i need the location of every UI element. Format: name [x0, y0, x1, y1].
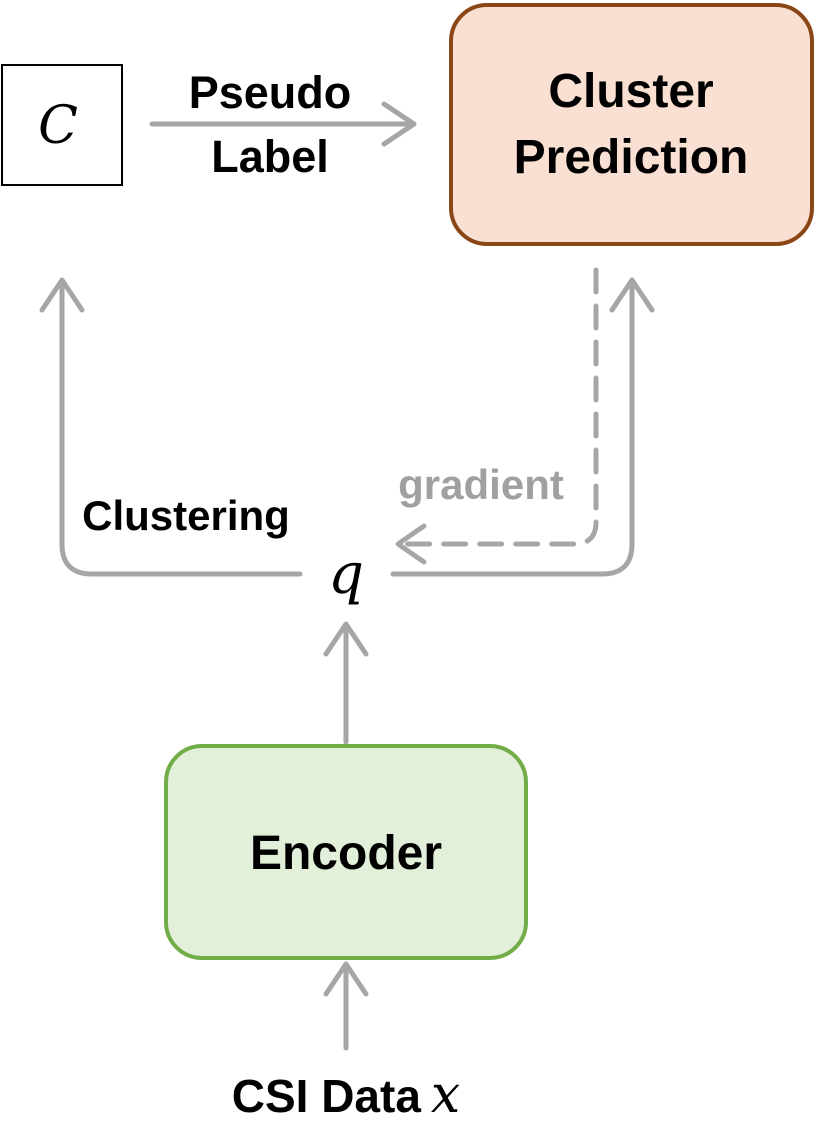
clustering-label: Clustering	[82, 492, 290, 539]
c-box	[1, 64, 123, 186]
encoder-box	[164, 744, 528, 960]
cluster-prediction-box	[449, 3, 814, 246]
pseudo-label-line2: Label	[211, 131, 329, 182]
input-text: CSI Data	[232, 1070, 422, 1122]
encoder-label: Encoder	[250, 827, 442, 880]
input-symbol: x	[431, 1065, 460, 1125]
gradient-arrow	[395, 267, 599, 565]
pseudo-label-line1: Pseudo	[189, 67, 352, 118]
q-symbol: q	[328, 542, 364, 607]
encoder-to-q-arrow	[323, 621, 369, 745]
c-symbol: C	[38, 96, 78, 156]
input-to-encoder-arrow	[323, 961, 369, 1051]
clustering-arrow	[39, 277, 303, 577]
cluster-prediction-label-line1: Cluster	[548, 65, 713, 118]
gradient-label: gradient	[398, 461, 564, 508]
prediction-arrow	[390, 277, 655, 577]
pseudo-label-arrow	[149, 101, 417, 147]
cluster-prediction-label-line2: Prediction	[514, 131, 749, 184]
